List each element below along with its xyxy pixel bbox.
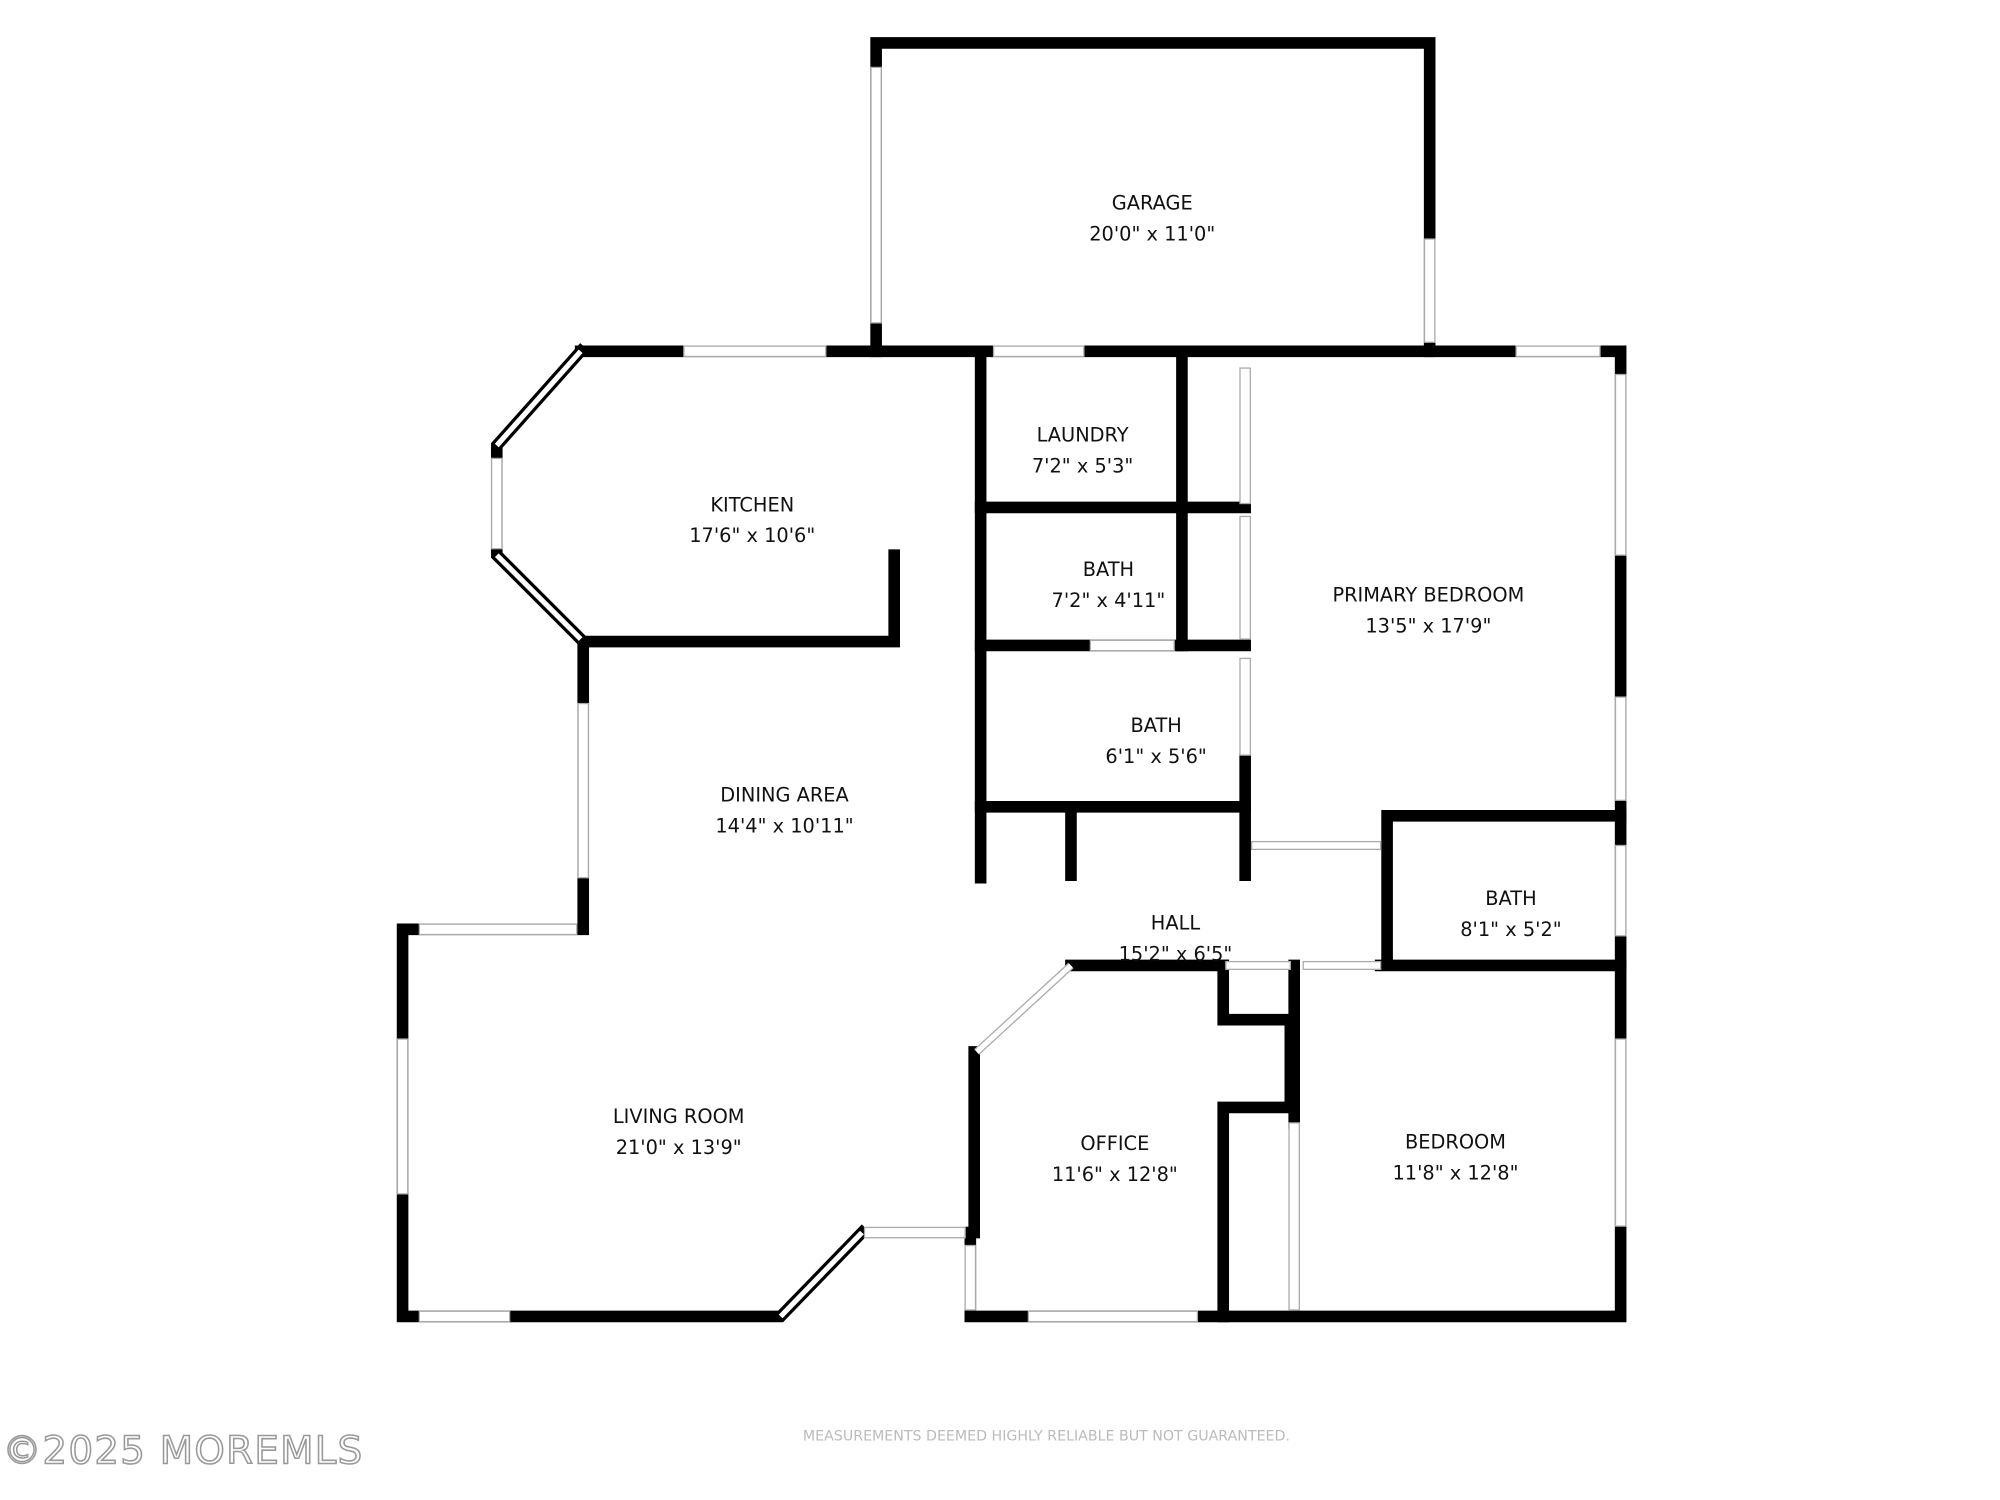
room-laundry: LAUNDRY 7'2" x 5'3" xyxy=(1032,424,1133,478)
room-size: 14'4" x 10'11" xyxy=(715,815,853,838)
room-size: 11'6" x 12'8" xyxy=(1052,1163,1178,1186)
room-name: BATH xyxy=(1485,887,1536,910)
room-kitchen: KITCHEN 17'6" x 10'6" xyxy=(689,493,815,547)
room-size: 7'2" x 5'3" xyxy=(1032,455,1133,478)
room-size: 8'1" x 5'2" xyxy=(1460,918,1561,941)
room-bath-3: BATH 8'1" x 5'2" xyxy=(1460,887,1561,941)
room-size: 7'2" x 4'11" xyxy=(1052,589,1166,612)
room-living-room: LIVING ROOM 21'0" x 13'9" xyxy=(613,1105,745,1159)
disclaimer: MEASUREMENTS DEEMED HIGHLY RELIABLE BUT … xyxy=(803,1428,1290,1444)
room-name: KITCHEN xyxy=(710,493,794,516)
room-name: OFFICE xyxy=(1080,1132,1149,1155)
room-name: PRIMARY BEDROOM xyxy=(1332,584,1524,607)
room-name: GARAGE xyxy=(1112,191,1193,214)
room-name: BEDROOM xyxy=(1405,1131,1506,1154)
room-name: LIVING ROOM xyxy=(613,1105,745,1128)
room-size: 15'2" x 6'5" xyxy=(1119,942,1233,965)
room-size: 11'8" x 12'8" xyxy=(1392,1162,1518,1185)
room-size: 17'6" x 10'6" xyxy=(689,524,815,547)
room-dining-area: DINING AREA 14'4" x 10'11" xyxy=(715,784,853,838)
room-bath-1: BATH 7'2" x 4'11" xyxy=(1052,558,1166,612)
room-name: DINING AREA xyxy=(720,784,849,807)
room-bath-2: BATH 6'1" x 5'6" xyxy=(1105,714,1206,768)
room-garage: GARAGE 20'0" x 11'0" xyxy=(1089,191,1215,245)
watermark: ©2025 MOREMLS xyxy=(3,1429,364,1474)
room-size: 20'0" x 11'0" xyxy=(1089,222,1215,245)
room-size: 21'0" x 13'9" xyxy=(616,1136,742,1159)
room-size: 13'5" x 17'9" xyxy=(1365,615,1491,638)
room-size: 6'1" x 5'6" xyxy=(1105,745,1206,768)
room-bedroom: BEDROOM 11'8" x 12'8" xyxy=(1392,1131,1518,1185)
room-name: BATH xyxy=(1083,558,1134,581)
windows-and-openings xyxy=(396,66,1627,1323)
room-name: LAUNDRY xyxy=(1037,424,1129,447)
room-name: BATH xyxy=(1130,714,1181,737)
room-primary-bedroom: PRIMARY BEDROOM 13'5" x 17'9" xyxy=(1332,584,1524,638)
room-name: HALL xyxy=(1151,911,1201,934)
room-office: OFFICE 11'6" x 12'8" xyxy=(1052,1132,1178,1186)
room-hall: HALL 15'2" x 6'5" xyxy=(1119,911,1233,965)
walls xyxy=(396,37,1627,1323)
